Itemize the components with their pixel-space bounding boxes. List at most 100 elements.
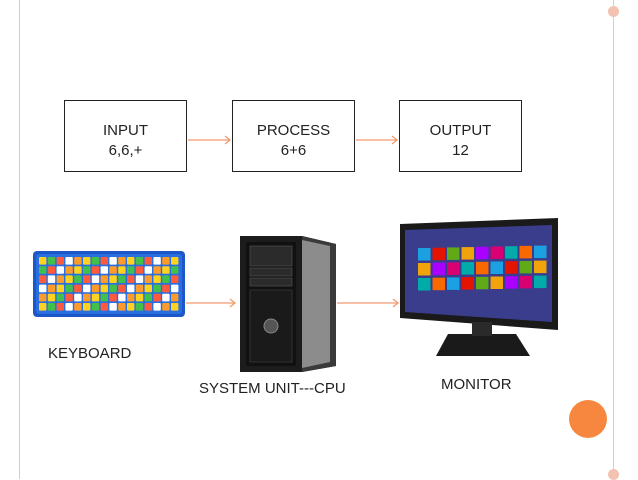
- screen-tile: [490, 246, 503, 259]
- keyboard-key: [91, 266, 100, 274]
- system-unit-label: SYSTEM UNIT---CPU: [199, 380, 346, 397]
- keyboard-key: [144, 275, 152, 283]
- screen-tile: [476, 261, 489, 275]
- keyboard-key: [39, 275, 47, 283]
- keyboard-key: [135, 266, 144, 274]
- screen-tile: [447, 277, 460, 290]
- keyboard-key: [39, 284, 47, 293]
- keyboard-key: [74, 266, 82, 274]
- keyboard-key: [162, 266, 170, 274]
- keyboard-key: [39, 266, 47, 274]
- process-box: PROCESS 6+6: [232, 100, 355, 172]
- keyboard-key: [83, 275, 91, 283]
- keyboard-key: [118, 284, 126, 293]
- keyboard-key: [144, 303, 152, 311]
- keyboard-label: KEYBOARD: [48, 345, 132, 362]
- keyboard-key: [144, 266, 152, 274]
- keyboard-key: [39, 293, 47, 302]
- corner-dot-top: [608, 6, 619, 17]
- keyboard-key: [127, 284, 135, 293]
- keyboard-key: [39, 257, 47, 265]
- keyboard-key: [74, 303, 82, 311]
- cpu-tower-icon: [240, 236, 336, 372]
- keyboard-key: [65, 303, 73, 311]
- keyboard-key: [171, 293, 179, 302]
- screen-tile: [432, 262, 445, 276]
- keyboard-key: [109, 293, 117, 302]
- arrow-keyboard-cpu-head: [229, 298, 237, 308]
- keyboard-key: [109, 257, 117, 265]
- keyboard-key: [56, 303, 64, 311]
- screen-tile: [534, 260, 547, 274]
- screen-tile: [519, 245, 532, 259]
- keyboard-key: [47, 293, 56, 302]
- screen-tile: [519, 275, 532, 289]
- keyboard-key: [109, 303, 117, 311]
- keyboard-key: [153, 303, 161, 311]
- screen-tile: [505, 276, 518, 289]
- keyboard-key: [47, 257, 56, 265]
- keyboard-key: [91, 303, 100, 311]
- keyboard-key: [56, 284, 64, 293]
- keyboard-key: [153, 257, 161, 265]
- screen-tile: [418, 278, 431, 291]
- keyboard-key: [153, 284, 161, 293]
- output-title: OUTPUT: [429, 122, 492, 139]
- keyboard-key: [118, 266, 126, 274]
- keyboard-key: [100, 257, 108, 265]
- keyboard-key: [135, 284, 144, 293]
- keyboard-key: [65, 275, 73, 283]
- keyboard-key: [100, 284, 108, 293]
- arrow-process-output-head: [391, 135, 399, 145]
- input-title: INPUT: [103, 122, 148, 139]
- screen-tile: [432, 277, 445, 291]
- keyboard-key: [65, 284, 73, 293]
- keyboard-key: [127, 266, 135, 274]
- keyboard-key: [171, 257, 179, 265]
- keyboard-key: [162, 293, 170, 302]
- input-box: INPUT 6,6,+: [64, 100, 187, 172]
- keyboard-key: [127, 275, 135, 283]
- keyboard-key: [39, 303, 47, 311]
- keyboard-key: [118, 257, 126, 265]
- screen-tile: [534, 275, 547, 289]
- input-value: 6,6,+: [108, 142, 143, 159]
- keyboard-key: [65, 293, 73, 302]
- screen-tile: [519, 260, 532, 274]
- keyboard-key: [100, 275, 108, 283]
- keyboard-key: [153, 275, 161, 283]
- screen-tile: [418, 263, 431, 276]
- keyboard-key: [56, 275, 64, 283]
- output-value: 12: [452, 142, 469, 159]
- screen-tile: [490, 276, 503, 289]
- keyboard-key: [118, 275, 126, 283]
- keyboard-key: [162, 303, 170, 311]
- monitor-label: MONITOR: [441, 376, 512, 393]
- keyboard-key: [127, 257, 135, 265]
- keyboard-key: [83, 257, 91, 265]
- keyboard-key: [74, 293, 82, 302]
- corner-dot-bottom: [608, 469, 619, 480]
- keyboard-key: [83, 293, 91, 302]
- screen-tile: [447, 262, 460, 275]
- keyboard-key: [109, 284, 117, 293]
- keyboard-key: [135, 293, 144, 302]
- keyboard-key: [144, 293, 152, 302]
- keyboard-key: [83, 266, 91, 274]
- screen-tile: [476, 276, 489, 290]
- keyboard-key: [171, 266, 179, 274]
- screen-tile: [476, 246, 489, 260]
- keyboard-key: [100, 293, 108, 302]
- keyboard-key: [56, 293, 64, 302]
- screen-tile: [505, 261, 518, 274]
- screen-tile: [490, 261, 503, 274]
- keyboard-key: [56, 266, 64, 274]
- keyboard-key: [135, 257, 144, 265]
- keyboard-key: [127, 303, 135, 311]
- output-box: OUTPUT 12: [399, 100, 522, 172]
- keyboard-key: [47, 303, 56, 311]
- keyboard-key: [127, 293, 135, 302]
- screen-tile: [418, 248, 431, 261]
- keyboard-key: [135, 275, 144, 283]
